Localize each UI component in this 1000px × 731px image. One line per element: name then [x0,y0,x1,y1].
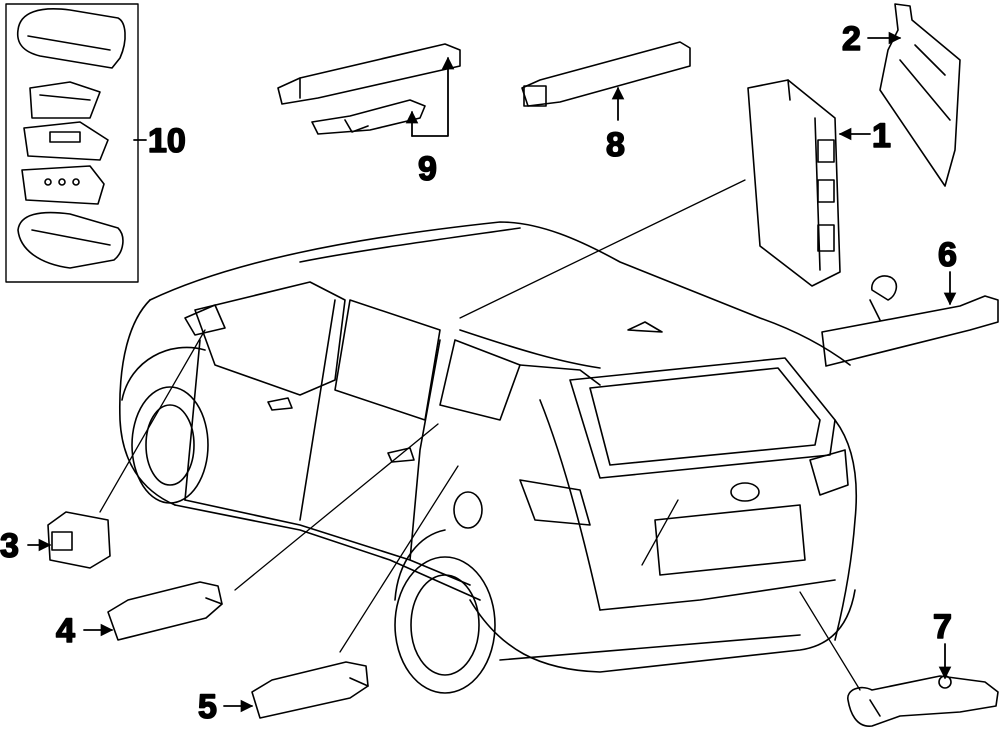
module-2 [879,3,961,187]
antenna-module-8 [521,41,691,107]
callout-1: 1 [872,117,891,155]
antenna-module-4 [107,581,223,641]
antenna-module-5 [251,661,369,719]
key-fob-assembly [5,3,139,283]
callout-5: 5 [198,688,217,726]
callout-9: 9 [418,150,437,188]
vehicle-illustration [118,221,858,694]
callout-arrows [27,31,957,713]
smart-key-antenna-9 [277,43,461,135]
callout-6: 6 [938,236,957,274]
callout-labels: 1 2 3 4 5 6 7 8 9 10 [0,19,958,727]
antenna-6 [821,275,999,367]
callout-3: 3 [0,527,19,565]
body-control-module-1 [747,79,841,287]
sensor-7 [847,675,999,727]
callout-10: 10 [148,122,186,160]
callout-2: 2 [842,20,861,58]
sensor-3 [47,511,111,569]
callout-8: 8 [606,126,625,164]
callout-4: 4 [56,612,75,650]
callout-7: 7 [933,608,952,646]
leader-lines [99,179,861,691]
